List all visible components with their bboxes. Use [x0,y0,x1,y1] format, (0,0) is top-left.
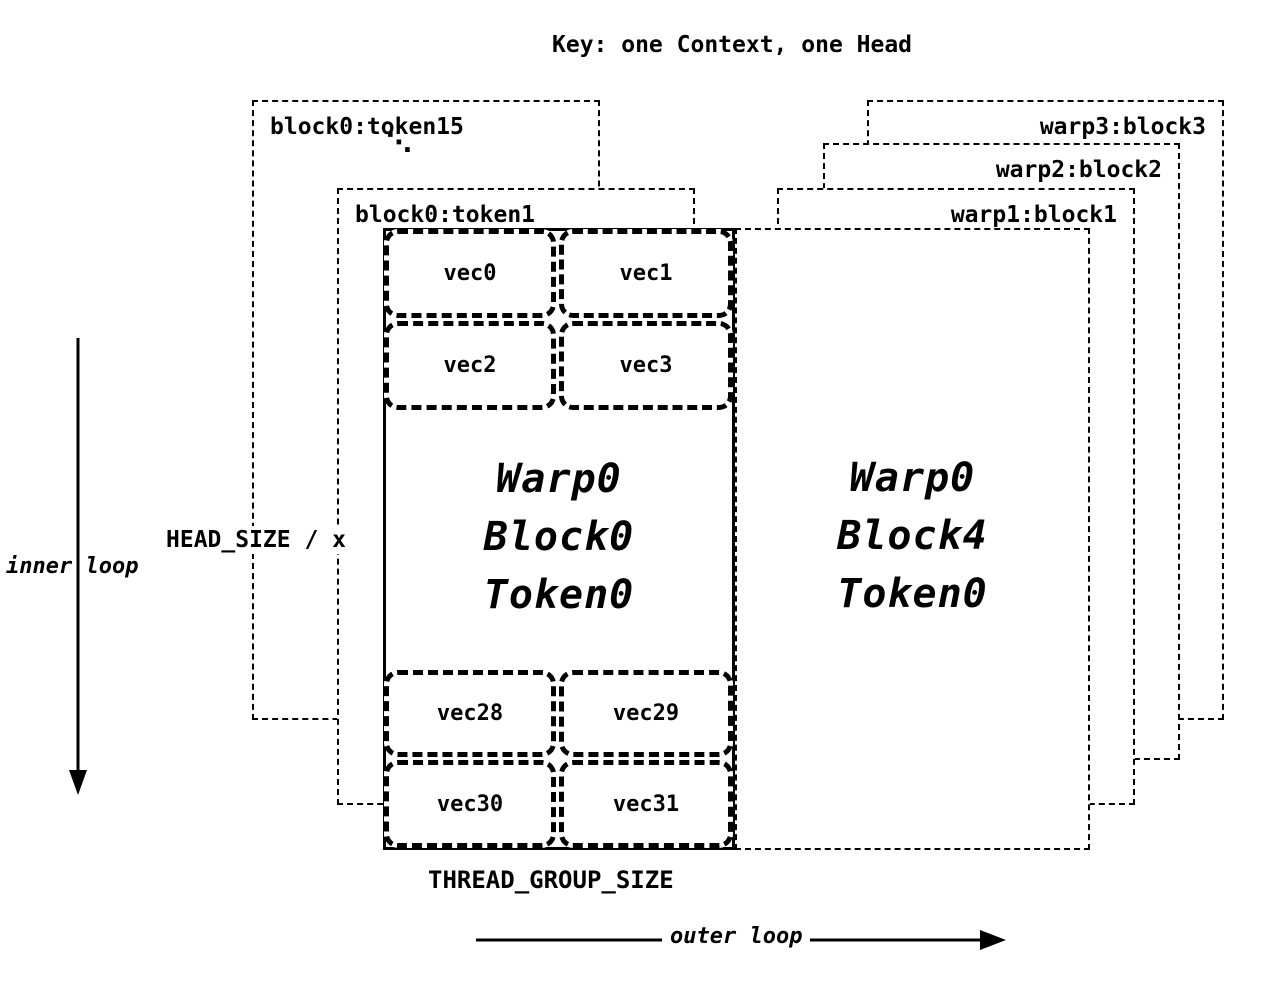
warp2-block2-label: warp2:block2 [995,157,1162,183]
diagram-title: Key: one Context, one Head [552,32,913,58]
block0-token1-label: block0:token1 [355,202,536,228]
right-block-line-warp: Warp0 [849,455,976,501]
vec2-cell: vec2 [384,321,556,410]
vec0-cell: vec0 [384,229,556,318]
vec1-cell: vec1 [559,229,733,318]
main-block-line-block: Block0 [483,514,635,560]
vec28-cell: vec28 [384,670,556,757]
warp3-block3-label: warp3:block3 [1039,114,1206,140]
main-block-line-warp: Warp0 [496,456,622,502]
block0-token15-label: block0:token15 [270,114,464,140]
ellipsis-dots: ⋱ [386,128,412,158]
warp0-block4-token0-box: Warp0 Block4 Token0 [735,228,1090,850]
vec31-cell: vec31 [559,760,733,848]
thread-group-size-label: THREAD_GROUP_SIZE [428,866,674,894]
main-block-line-token: Token0 [483,572,635,618]
right-block-line-token: Token0 [837,571,988,617]
inner-loop-label: inner loop [6,554,139,579]
warp1-block1-label: warp1:block1 [950,202,1117,228]
warp0-block4-token0-text: Warp0 Block4 Token0 [737,455,1088,617]
outer-loop-label: outer loop [662,924,811,949]
vec30-cell: vec30 [384,760,556,848]
warp0-block0-token0-text: Warp0 Block0 Token0 [386,456,732,618]
vec3-cell: vec3 [559,321,733,410]
right-block-line-block: Block4 [837,513,988,559]
vec29-cell: vec29 [559,670,733,757]
head-size-label: HEAD_SIZE / x [164,526,349,554]
